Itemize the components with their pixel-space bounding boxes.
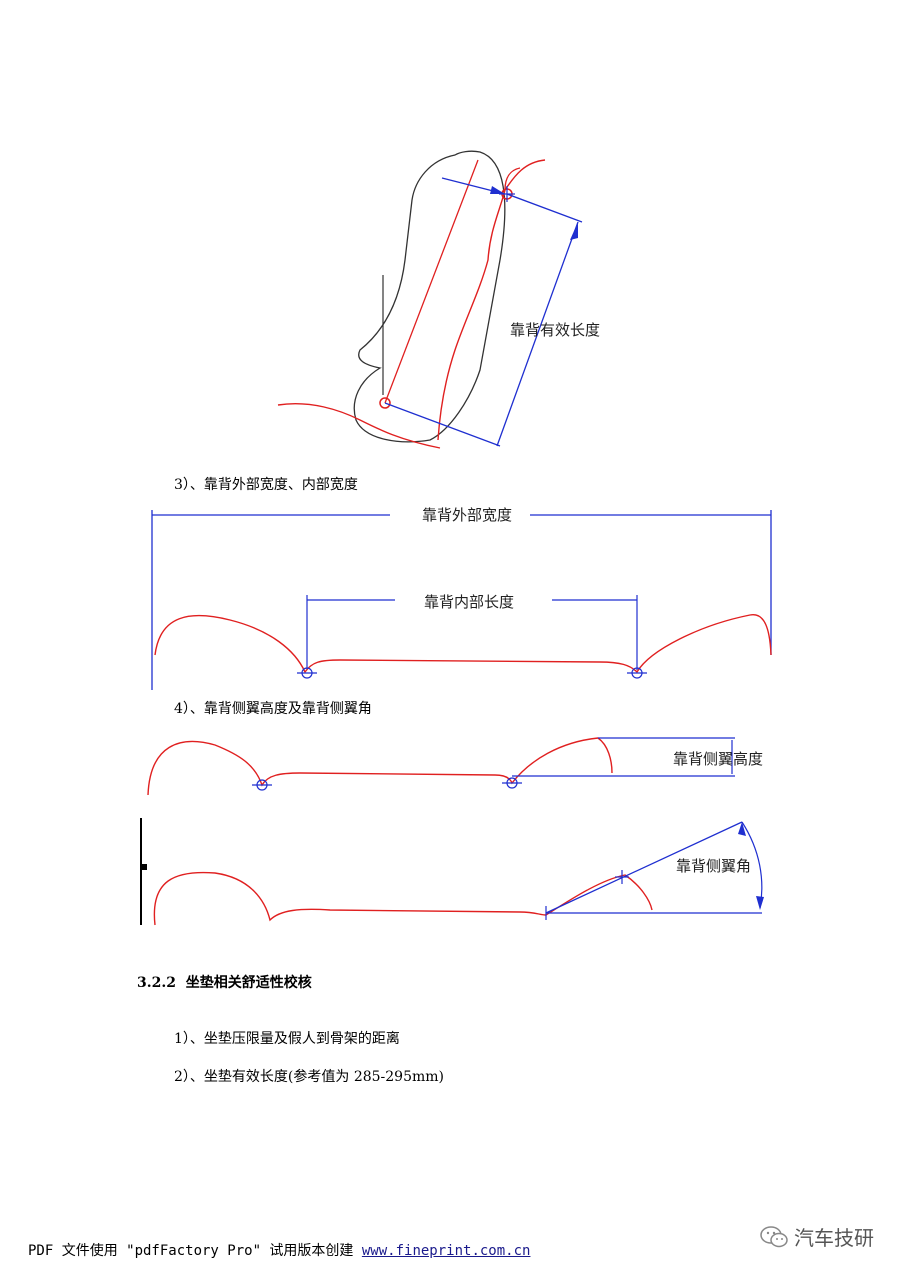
watermark: 汽车技研 [760, 1222, 874, 1251]
section-title: 坐垫相关舒适性校核 [185, 975, 312, 991]
torso-line [384, 159, 479, 404]
figure-backrest-effective-length: 靠背有效长度 [277, 150, 600, 449]
cushion-red-curve [277, 402, 441, 449]
wing-height-label: 靠背侧翼高度 [673, 750, 763, 768]
watermark-text: 汽车技研 [794, 1226, 874, 1250]
figure-backrest-wing: 靠背侧翼高度 靠背侧翼角 [140, 737, 764, 926]
manikin-outline [353, 150, 506, 443]
item-4-text: 4）、靠背侧翼高度及靠背侧翼角 [174, 701, 372, 717]
outer-width-label: 靠背外部宽度 [422, 506, 512, 524]
pdf-footer: PDF 文件使用 "pdfFactory Pro" 试用版本创建 www.fin… [28, 1240, 530, 1260]
section-heading: 3.2.2 坐垫相关舒适性校核 [137, 972, 312, 992]
backrest-section-curve [154, 614, 772, 674]
effective-length-label: 靠背有效长度 [510, 321, 600, 339]
inner-length-label: 靠背内部长度 [424, 593, 514, 611]
wechat-icon [760, 1225, 788, 1247]
wing-angle-curve [153, 871, 653, 926]
cushion-item-1: 1）、坐垫压限量及假人到骨架的距离 [174, 1031, 400, 1047]
backrest-red-curve [437, 167, 521, 441]
h-point-marker [379, 397, 391, 409]
section-number: 3.2.2 [137, 975, 176, 991]
figure-backrest-width: 靠背外部宽度 靠背内部长度 [151, 506, 772, 690]
footer-link[interactable]: www.fineprint.com.cn [361, 1243, 531, 1259]
cushion-item-2: 2）、坐垫有效长度(参考值为 285-295mm) [174, 1069, 445, 1085]
wing-angle-label: 靠背侧翼角 [676, 857, 751, 875]
wing-section-curve [147, 737, 613, 796]
footer-text: PDF 文件使用 "pdfFactory Pro" 试用版本创建 [28, 1243, 362, 1259]
item-3-text: 3）、靠背外部宽度、内部宽度 [174, 477, 358, 493]
